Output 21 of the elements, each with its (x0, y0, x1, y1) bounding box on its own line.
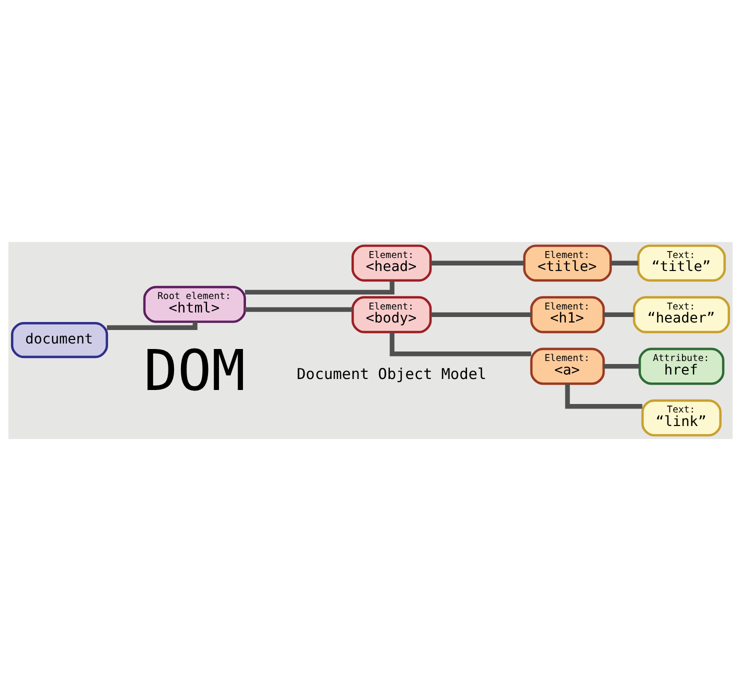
node-box: Element: <a> (530, 347, 605, 384)
connector (430, 260, 524, 265)
node-box: Root element: <html> (143, 285, 246, 322)
connector (604, 312, 634, 317)
node-box: Element: <head> (352, 244, 432, 282)
connector (610, 260, 638, 265)
connector (244, 280, 394, 294)
node-box: document (10, 321, 108, 358)
connector (604, 363, 640, 368)
node-box: Element: <title> (523, 244, 612, 282)
node-box: Text: “title” (637, 244, 726, 282)
connector (106, 321, 198, 330)
node-box: Element: <h1> (530, 296, 605, 333)
label: DOM (144, 338, 246, 404)
node-box: Text: “header” (632, 296, 730, 333)
label: Document Object Model (296, 364, 486, 383)
connector (244, 306, 353, 312)
node-box: Element: <body> (352, 296, 432, 333)
connector (430, 312, 532, 317)
node-box: Text: “link” (641, 398, 722, 436)
node-box: Attribute: href (638, 347, 724, 384)
